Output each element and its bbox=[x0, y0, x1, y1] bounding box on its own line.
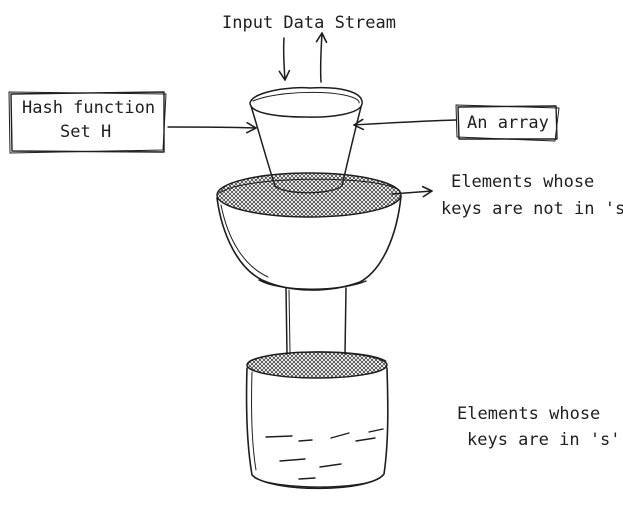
in-s-label-line1: Elements whose bbox=[457, 404, 600, 424]
in-s-label-line2: keys are in 's' bbox=[467, 430, 621, 450]
array-to-funnel-arrow bbox=[353, 118, 457, 131]
not-in-s-label-line2: keys are not in 's' bbox=[441, 199, 623, 219]
result-bucket bbox=[245, 351, 389, 490]
down-arrow bbox=[278, 37, 291, 81]
array-label: An array bbox=[467, 113, 549, 133]
hash-to-funnel-arrow bbox=[167, 121, 257, 134]
array-box: An array bbox=[455, 104, 560, 142]
up-arrow bbox=[315, 32, 328, 83]
not-in-s-label-line1: Elements whose bbox=[451, 172, 594, 192]
hash-function-label-line1: Hash function bbox=[22, 98, 155, 118]
hash-function-label-line2: Set H bbox=[60, 122, 111, 142]
rejected-elements-arrow bbox=[391, 185, 433, 198]
bowl-hatched-rim bbox=[216, 172, 402, 218]
bucket-contents bbox=[265, 428, 384, 480]
filter-bowl bbox=[216, 172, 402, 291]
input-stream-label: Input Data Stream bbox=[222, 13, 396, 33]
filter-pipe bbox=[285, 287, 347, 355]
stream-arrows bbox=[278, 32, 328, 83]
hash-function-box: Hash function Set H bbox=[8, 91, 167, 154]
